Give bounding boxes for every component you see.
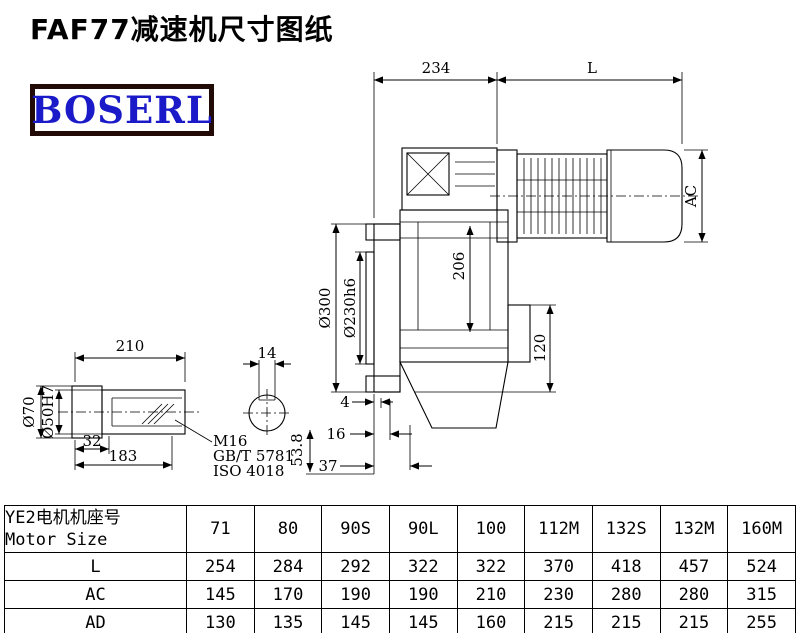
row-label: AC bbox=[4, 580, 187, 609]
dim-300-label: Ø300 bbox=[316, 288, 334, 329]
table-cell: 255 bbox=[727, 608, 796, 633]
dim-4-label: 4 bbox=[340, 393, 350, 411]
dim-32-label: 32 bbox=[82, 432, 101, 450]
table-cell: 418 bbox=[591, 552, 661, 581]
dim-120-label: 120 bbox=[531, 334, 549, 363]
dim-37-label: 37 bbox=[318, 457, 337, 475]
motor-size-header-cell: YE2电机机座号 Motor Size bbox=[4, 505, 187, 553]
table-row-ad: AD 130 135 145 145 160 215 215 215 255 bbox=[4, 608, 796, 633]
table-cell: 280 bbox=[659, 580, 729, 609]
dim-70-label: Ø70 bbox=[20, 396, 38, 427]
shaft-end-view: 14 bbox=[243, 344, 291, 437]
table-cell: 71 bbox=[186, 505, 255, 553]
table-cell: 315 bbox=[727, 580, 796, 609]
dim-206: 206 bbox=[450, 226, 474, 332]
table-row-ac: AC 145 170 190 190 210 230 280 280 315 bbox=[4, 580, 796, 609]
dimension-drawing: 234 L AC Ø300 Ø230h6 206 bbox=[20, 59, 708, 480]
table-cell: 215 bbox=[591, 608, 661, 633]
motor-size-table: YE2电机机座号 Motor Size 71 80 90S 90L 100 11… bbox=[4, 505, 796, 633]
dim-50h7-label: Ø50H7 bbox=[39, 385, 57, 439]
table-cell: 292 bbox=[321, 552, 390, 581]
table-cell: 215 bbox=[524, 608, 593, 633]
thread-m16-label: M16 bbox=[213, 432, 247, 450]
table-cell: 145 bbox=[388, 608, 458, 633]
table-header-row: YE2电机机座号 Motor Size 71 80 90S 90L 100 11… bbox=[4, 505, 796, 553]
dim-206-label: 206 bbox=[450, 252, 468, 281]
motor-size-label-en: Motor Size bbox=[5, 530, 108, 550]
table-cell: 370 bbox=[524, 552, 593, 581]
dim-l-label: L bbox=[587, 59, 597, 77]
table-row-l: L 254 284 292 322 322 370 418 457 524 bbox=[4, 552, 796, 581]
dim-53-8-label: 53.8 bbox=[288, 433, 306, 466]
table-cell: 132M bbox=[659, 505, 729, 553]
table-cell: 80 bbox=[253, 505, 323, 553]
table-cell: 170 bbox=[253, 580, 323, 609]
dim-230h6-label: Ø230h6 bbox=[341, 278, 359, 338]
table-cell: 160 bbox=[456, 608, 526, 633]
dim-210-label: 210 bbox=[116, 337, 145, 355]
table-cell: 457 bbox=[659, 552, 729, 581]
table-cell: 90L bbox=[388, 505, 458, 553]
main-view: 234 L AC Ø300 Ø230h6 206 bbox=[288, 59, 708, 475]
table-cell: 145 bbox=[186, 580, 255, 609]
dim-bottom-steps: 4 16 37 53.8 bbox=[288, 393, 432, 475]
table-cell: 230 bbox=[524, 580, 593, 609]
motor-size-label-cn: YE2电机机座号 bbox=[5, 507, 121, 528]
dim-183-label: 183 bbox=[109, 447, 138, 465]
page-title: FAF77减速机尺寸图纸 bbox=[30, 13, 334, 46]
table-cell: 322 bbox=[456, 552, 526, 581]
table-cell: 280 bbox=[591, 580, 661, 609]
dim-flange-diameters: Ø300 Ø230h6 bbox=[316, 223, 370, 393]
motor-outline bbox=[490, 149, 700, 243]
table-cell: 132S bbox=[591, 505, 661, 553]
shaft-detail-view: 210 32 183 Ø70 Ø50H7 M16 GB/T 5781 ISO 4… bbox=[20, 337, 294, 480]
table-cell: 100 bbox=[456, 505, 526, 553]
table-cell: 524 bbox=[727, 552, 796, 581]
dim-120: 120 bbox=[502, 304, 556, 393]
dim-ac-label: AC bbox=[682, 185, 700, 208]
dim-14-label: 14 bbox=[257, 344, 276, 362]
dim-234-label: 234 bbox=[422, 59, 451, 77]
dim-16-label: 16 bbox=[326, 425, 345, 443]
table-cell: 284 bbox=[253, 552, 323, 581]
table-cell: 215 bbox=[659, 608, 729, 633]
gearbox-housing bbox=[399, 209, 531, 429]
standard-gb-label: GB/T 5781 bbox=[213, 447, 294, 465]
row-label: L bbox=[4, 552, 187, 581]
table-cell: 190 bbox=[321, 580, 390, 609]
table-cell: 322 bbox=[388, 552, 458, 581]
dim-top: 234 L bbox=[373, 59, 683, 218]
boserl-logo-text: BOSERL bbox=[31, 87, 213, 132]
table-cell: 145 bbox=[321, 608, 390, 633]
table-cell: 112M bbox=[524, 505, 593, 553]
table-cell: 190 bbox=[388, 580, 458, 609]
gearbox-top-cap bbox=[401, 147, 498, 211]
table-cell: 254 bbox=[186, 552, 255, 581]
table-cell: 160M bbox=[727, 505, 796, 553]
boserl-logo: BOSERL bbox=[30, 84, 214, 136]
row-label: AD bbox=[4, 608, 187, 633]
output-flange bbox=[365, 223, 401, 393]
table-cell: 130 bbox=[186, 608, 255, 633]
standard-iso-label: ISO 4018 bbox=[213, 462, 284, 480]
table-cell: 210 bbox=[456, 580, 526, 609]
table-cell: 135 bbox=[253, 608, 323, 633]
table-cell: 90S bbox=[321, 505, 390, 553]
dim-ac: AC bbox=[682, 149, 708, 243]
